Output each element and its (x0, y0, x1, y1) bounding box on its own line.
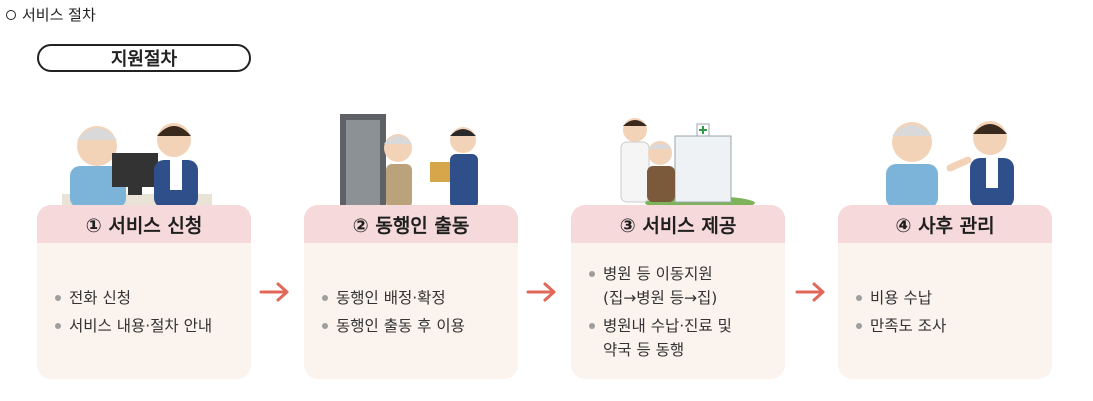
list-item: 동행인 배정·확정 (322, 286, 504, 310)
follow-up-call-illustration (886, 121, 1014, 208)
list-item-text: 비용 수납 (870, 288, 932, 307)
door-visit-illustration (340, 114, 478, 208)
step-follow-up-list: 비용 수납 만족도 조사 (838, 243, 1052, 379)
section-title: 서비스 절차 (6, 4, 96, 25)
phone-call-illustration (62, 123, 212, 208)
list-item-text: 서비스 내용·절차 안내 (69, 317, 213, 335)
bullet-dot-icon (589, 323, 595, 329)
bullet-dot-icon (55, 294, 61, 301)
right-arrow-icon (259, 282, 289, 302)
step-apply: ① 서비스 신청 전화 신청 서비스 내용·절차 안내 (37, 205, 251, 379)
bullet-dot-icon (856, 323, 862, 329)
list-item-text: 동행인 출동 후 이용 (336, 317, 465, 335)
list-item: 동행인 출동 후 이용 (322, 314, 504, 338)
right-arrow-icon (795, 282, 825, 302)
step-service: ③ 서비스 제공 병원 등 이동지원 (집→병원 등→집) 병원내 수납·진료 및… (571, 205, 785, 379)
step-service-title: ③ 서비스 제공 (571, 205, 785, 243)
right-arrow-icon (526, 282, 556, 302)
list-item-text: 전화 신청 (69, 288, 131, 307)
step-dispatch-title: ② 동행인 출동 (304, 205, 518, 243)
list-item: 비용 수납 (856, 286, 1038, 310)
list-item: 서비스 내용·절차 안내 (55, 314, 237, 338)
step-dispatch: ② 동행인 출동 동행인 배정·확정 동행인 출동 후 이용 (304, 205, 518, 379)
list-item: 병원 등 이동지원 (집→병원 등→집) (589, 262, 771, 310)
step-dispatch-list: 동행인 배정·확정 동행인 출동 후 이용 (304, 243, 518, 379)
bullet-dot-icon (856, 294, 862, 301)
list-item-text: 만족도 조사 (870, 317, 947, 335)
step-apply-list: 전화 신청 서비스 내용·절차 안내 (37, 243, 251, 379)
list-item-text: (집→병원 등→집) (603, 288, 718, 307)
step-follow-up: ④ 사후 관리 비용 수납 만족도 조사 (838, 205, 1052, 379)
support-procedure-label: 지원절차 (110, 49, 178, 70)
list-item: 전화 신청 (55, 286, 237, 310)
list-item: 만족도 조사 (856, 314, 1038, 338)
bullet-dot-icon (322, 294, 328, 301)
support-procedure-pill: 지원절차 (37, 44, 251, 72)
step-apply-title: ① 서비스 신청 (37, 205, 251, 243)
step-follow-up-title: ④ 사후 관리 (838, 205, 1052, 243)
hospital-illustration (620, 118, 755, 208)
bullet-dot-icon (322, 323, 328, 329)
list-item-text: 병원내 수납·진료 및 (603, 317, 732, 335)
list-item-text: 동행인 배정·확정 (336, 288, 446, 307)
section-title-text: 서비스 절차 (22, 6, 96, 24)
bullet-dot-icon (589, 270, 595, 277)
list-item-text: 약국 등 동행 (603, 341, 685, 360)
circle-bullet-icon (6, 9, 16, 20)
list-item-text: 병원 등 이동지원 (603, 264, 713, 283)
bullet-dot-icon (55, 323, 61, 329)
